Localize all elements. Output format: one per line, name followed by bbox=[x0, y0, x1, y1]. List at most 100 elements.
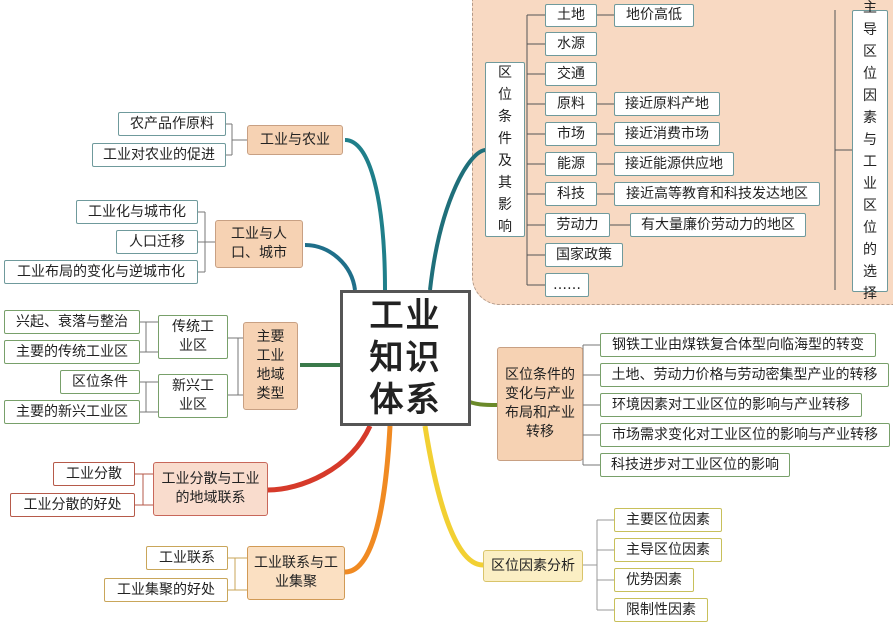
center-topic: 工业 知识 体系 bbox=[340, 290, 471, 426]
traditional-node: 传统工业区 bbox=[158, 315, 228, 359]
factor-policy: 国家政策 bbox=[545, 243, 623, 267]
factor-energy: 能源 bbox=[545, 152, 597, 176]
analysis-item-4: 限制性因素 bbox=[614, 598, 708, 622]
branch-region bbox=[428, 148, 487, 291]
change-item-4: 市场需求变化对工业区位的影响与产业转移 bbox=[600, 423, 890, 447]
traditional-item-2-label: 主要的传统工业区 bbox=[16, 343, 128, 360]
agriculture-node: 工业与农业 bbox=[247, 125, 343, 155]
agriculture-item-2: 工业对农业的促进 bbox=[92, 143, 226, 167]
agriculture-item-1: 农产品作原料 bbox=[118, 112, 226, 136]
cluster-item-1: 工业联系 bbox=[146, 546, 228, 570]
region-conditions-label: 区位条件及其影响 bbox=[498, 64, 512, 235]
change-item-1: 钢铁工业由煤铁复合体型向临海型的转变 bbox=[600, 333, 876, 357]
center-line-1: 工业 bbox=[369, 296, 442, 336]
effect-raw-material-label: 接近原料产地 bbox=[625, 95, 709, 112]
effect-energy: 接近能源供应地 bbox=[614, 152, 734, 176]
agriculture-label: 工业与农业 bbox=[260, 131, 330, 148]
traditional-label: 传统工业区 bbox=[172, 319, 214, 354]
factor-transport: 交通 bbox=[545, 62, 597, 86]
change-item-2: 土地、劳动力价格与劳动密集型产业的转移 bbox=[600, 363, 889, 387]
analysis-item-3-label: 优势因素 bbox=[626, 571, 682, 588]
effect-market: 接近消费市场 bbox=[614, 122, 720, 146]
city-item-1-label: 工业化与城市化 bbox=[88, 203, 186, 220]
analysis-node: 区位因素分析 bbox=[483, 550, 583, 582]
agriculture-item-1-label: 农产品作原料 bbox=[130, 115, 214, 132]
center-line-2: 知识 bbox=[369, 338, 442, 378]
analysis-item-2-label: 主导区位因素 bbox=[626, 541, 710, 558]
effect-land: 地价高低 bbox=[614, 4, 694, 27]
factor-land: 土地 bbox=[545, 4, 597, 27]
region-conditions-node: 区位条件及其影响 bbox=[485, 62, 525, 237]
branch-cluster bbox=[344, 425, 393, 575]
city-item-3: 工业布局的变化与逆城市化 bbox=[4, 260, 198, 284]
city-item-2: 人口迁移 bbox=[116, 230, 198, 254]
factor-labor-label: 劳动力 bbox=[556, 216, 599, 233]
analysis-item-3: 优势因素 bbox=[614, 568, 694, 592]
city-item-3-label: 工业布局的变化与逆城市化 bbox=[17, 263, 185, 280]
emerging-item-1-label: 区位条件 bbox=[72, 373, 128, 390]
factor-more: …… bbox=[545, 273, 589, 297]
analysis-item-1-label: 主要区位因素 bbox=[626, 511, 710, 528]
change-label: 区位条件的变化与产业布局和产业转移 bbox=[505, 367, 575, 440]
change-item-5: 科技进步对工业区位的影响 bbox=[600, 453, 790, 477]
traditional-item-1-label: 兴起、衰落与整治 bbox=[16, 313, 128, 330]
factor-technology: 科技 bbox=[545, 182, 597, 206]
factor-technology-label: 科技 bbox=[557, 185, 585, 202]
analysis-item-2: 主导区位因素 bbox=[614, 538, 722, 562]
factor-market-label: 市场 bbox=[557, 125, 585, 142]
branch-agriculture bbox=[344, 138, 387, 291]
dispersal-item-2: 工业分散的好处 bbox=[10, 493, 135, 517]
factor-raw-material: 原料 bbox=[545, 92, 597, 116]
dispersal-node: 工业分散与工业的地域联系 bbox=[153, 462, 268, 516]
dispersal-item-1-label: 工业分散 bbox=[66, 465, 122, 482]
dominant-factors-label: 主导区位因素与工业区位的选择 bbox=[863, 0, 877, 302]
change-item-4-label: 市场需求变化对工业区位的影响与产业转移 bbox=[612, 426, 878, 443]
change-node: 区位条件的变化与产业布局和产业转移 bbox=[497, 347, 583, 461]
dispersal-label: 工业分散与工业的地域联系 bbox=[161, 471, 260, 506]
regions-node: 主要工业地域类型 bbox=[243, 322, 298, 410]
effect-market-label: 接近消费市场 bbox=[625, 125, 709, 142]
factor-water: 水源 bbox=[545, 32, 597, 56]
cluster-item-1-label: 工业联系 bbox=[159, 549, 215, 566]
dominant-factors-node: 主导区位因素与工业区位的选择 bbox=[852, 0, 888, 302]
factor-energy-label: 能源 bbox=[557, 155, 585, 172]
branch-dispersal bbox=[267, 424, 373, 493]
factor-labor: 劳动力 bbox=[545, 213, 610, 237]
effect-raw-material: 接近原料产地 bbox=[614, 92, 720, 116]
change-item-3: 环境因素对工业区位的影响与产业转移 bbox=[600, 393, 862, 417]
traditional-item-1: 兴起、衰落与整治 bbox=[4, 310, 140, 334]
regions-label: 主要工业地域类型 bbox=[256, 329, 285, 402]
center-line-3: 体系 bbox=[369, 380, 442, 420]
emerging-node: 新兴工业区 bbox=[158, 374, 228, 418]
effect-land-label: 地价高低 bbox=[626, 7, 682, 23]
change-item-5-label: 科技进步对工业区位的影响 bbox=[611, 456, 779, 473]
branch-city bbox=[304, 243, 357, 291]
change-item-3-label: 环境因素对工业区位的影响与产业转移 bbox=[612, 396, 850, 413]
analysis-item-1: 主要区位因素 bbox=[614, 508, 722, 532]
branch-analysis bbox=[422, 425, 484, 568]
city-node: 工业与人口、城市 bbox=[215, 220, 303, 268]
agriculture-item-2-label: 工业对农业的促进 bbox=[103, 146, 215, 163]
dispersal-item-1: 工业分散 bbox=[53, 462, 135, 486]
effect-energy-label: 接近能源供应地 bbox=[625, 155, 723, 172]
factor-water-label: 水源 bbox=[557, 35, 585, 52]
emerging-item-2-label: 主要的新兴工业区 bbox=[16, 403, 128, 420]
emerging-item-2: 主要的新兴工业区 bbox=[4, 400, 140, 424]
effect-labor-label: 有大量廉价劳动力的地区 bbox=[641, 216, 795, 233]
factor-policy-label: 国家政策 bbox=[556, 246, 612, 263]
emerging-item-1: 区位条件 bbox=[60, 370, 140, 394]
change-item-1-label: 钢铁工业由煤铁复合体型向临海型的转变 bbox=[612, 336, 864, 353]
city-item-2-label: 人口迁移 bbox=[129, 233, 185, 250]
cluster-label: 工业联系与工业集聚 bbox=[254, 555, 338, 590]
dispersal-item-2-label: 工业分散的好处 bbox=[23, 496, 122, 513]
emerging-label: 新兴工业区 bbox=[172, 378, 214, 413]
factor-market: 市场 bbox=[545, 122, 597, 146]
factor-transport-label: 交通 bbox=[557, 65, 585, 82]
factor-more-label: …… bbox=[553, 276, 581, 293]
cluster-node: 工业联系与工业集聚 bbox=[247, 546, 345, 600]
effect-labor: 有大量廉价劳动力的地区 bbox=[630, 213, 806, 237]
factor-land-label: 土地 bbox=[557, 7, 585, 23]
cluster-item-2: 工业集聚的好处 bbox=[104, 578, 228, 602]
city-item-1: 工业化与城市化 bbox=[76, 200, 198, 224]
